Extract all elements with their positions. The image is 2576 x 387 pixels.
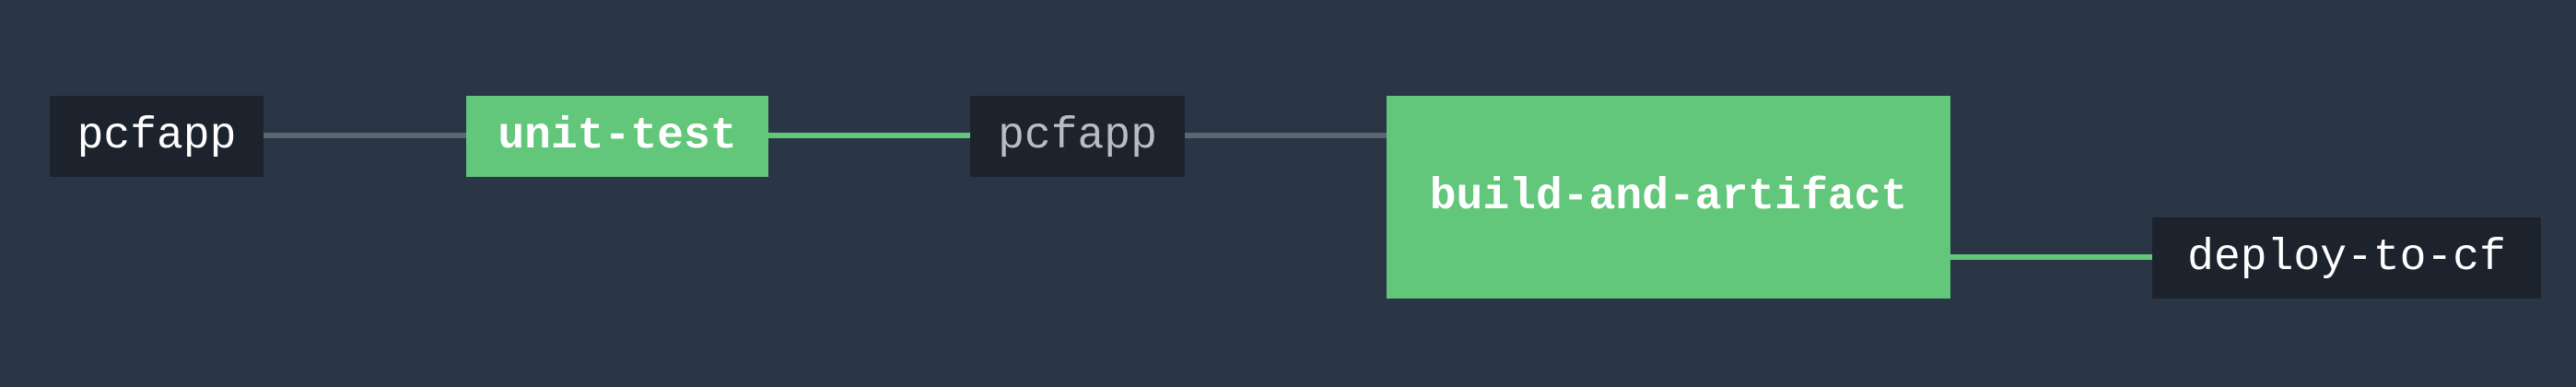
resource-pcfapp-input[interactable]: pcfapp <box>50 96 263 177</box>
edge-unit-test-to-pcfapp <box>767 133 971 138</box>
edge-build-and-artifact-to-deploy-to-cf <box>1950 254 2154 260</box>
job-unit-test[interactable]: unit-test <box>466 96 768 177</box>
resource-deploy-to-cf[interactable]: deploy-to-cf <box>2152 217 2541 299</box>
job-build-and-artifact[interactable]: build-and-artifact <box>1387 96 1950 299</box>
resource-pcfapp-passed[interactable]: pcfapp <box>970 96 1185 177</box>
edge-pcfapp-to-unit-test <box>263 133 468 138</box>
edge-pcfapp-to-build-and-artifact <box>1183 133 1388 138</box>
